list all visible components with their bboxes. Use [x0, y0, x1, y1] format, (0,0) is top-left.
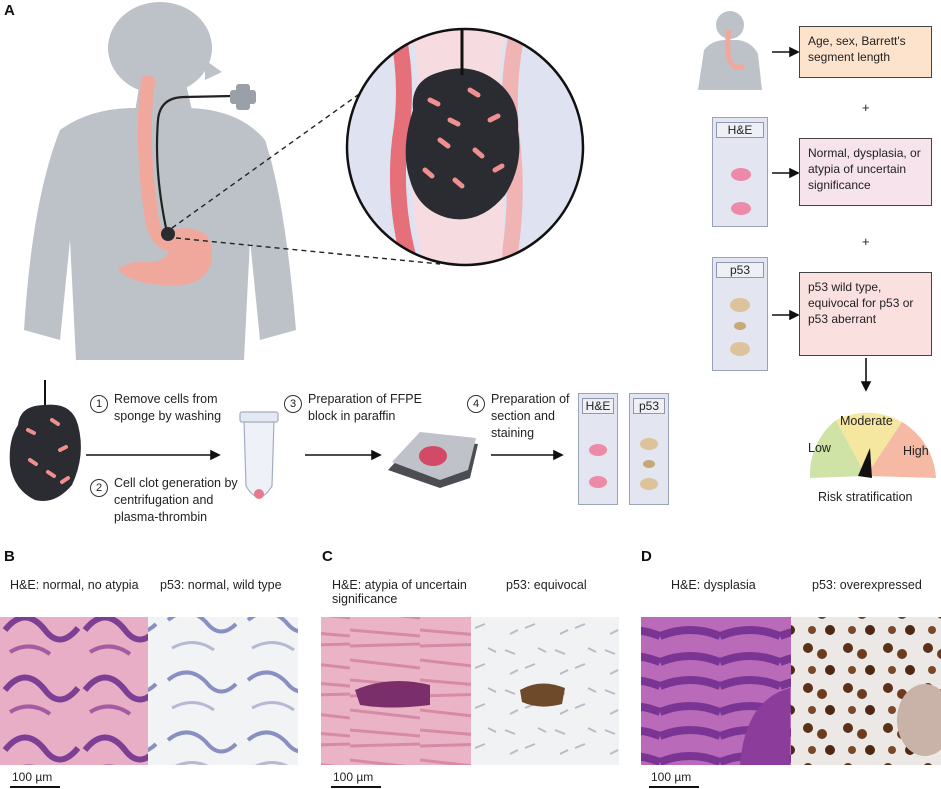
- workflow-p53-slide: p53: [629, 393, 669, 505]
- d-p53-caption: p53: overexpressed: [812, 578, 922, 592]
- d-scale-bar: [649, 786, 699, 788]
- esophagus-stomach: [118, 75, 213, 286]
- p53-tissue-1: [730, 298, 750, 312]
- panel-b-label: B: [4, 548, 15, 565]
- capsule-tab: [230, 84, 256, 110]
- workflow-p53-label: p53: [633, 398, 665, 414]
- panel-a-label: A: [4, 2, 15, 19]
- magnified-view: [345, 27, 585, 267]
- workflow-p53-tissue-2: [643, 460, 655, 468]
- patient-silhouette: [24, 2, 296, 360]
- sponge-icon: [9, 380, 81, 501]
- b-p53-caption: p53: normal, wild type: [160, 578, 282, 592]
- p53-slide-label: p53: [716, 262, 764, 278]
- step-4-text: Preparation of section and staining: [491, 392, 570, 440]
- c-scale-label: 100 µm: [333, 770, 374, 784]
- b-he-caption: H&E: normal, no atypia: [10, 578, 139, 592]
- b-scale-label: 100 µm: [12, 770, 53, 784]
- p53-tissue-2: [734, 322, 746, 330]
- he-slide-label: H&E: [716, 122, 764, 138]
- b-scale-bar: [10, 786, 60, 788]
- he-tissue-1: [731, 168, 751, 181]
- p53-slide: p53: [712, 257, 768, 371]
- input-arrows: [772, 46, 872, 392]
- ffpe-block-icon: [388, 432, 478, 488]
- workflow-he-slide: H&E: [578, 393, 618, 505]
- gauge-caption: Risk stratification: [818, 490, 913, 504]
- step-3-text: Preparation of FFPE block in paraffin: [308, 392, 422, 423]
- he-tissue-2: [731, 202, 751, 215]
- step-2-text: Cell clot generation by centrifugation a…: [114, 476, 238, 524]
- workflow-he-label: H&E: [582, 398, 614, 414]
- gauge-low-label: Low: [808, 441, 831, 455]
- plus-sign-1: +: [862, 100, 870, 115]
- demographics-box: Age, sex, Barrett's segment length: [799, 26, 932, 78]
- workflow-p53-tissue-1: [640, 438, 658, 450]
- step-1-text: Remove cells from sponge by washing: [114, 392, 222, 423]
- workflow-p53-tissue-3: [640, 478, 658, 490]
- he-result-box: Normal, dysplasia, or atypia of uncertai…: [799, 138, 932, 206]
- c-scale-bar: [331, 786, 381, 788]
- step-1-number: 1: [90, 394, 108, 413]
- c-he-caption: H&E: atypia of uncertain significance: [332, 578, 467, 606]
- p53-tissue-3: [730, 342, 750, 356]
- d-he-caption: H&E: dysplasia: [671, 578, 756, 592]
- step-4-number: 4: [467, 394, 485, 413]
- workflow-he-tissue-2: [589, 476, 607, 488]
- panel-d-label: D: [641, 548, 652, 565]
- step-2-number: 2: [90, 478, 108, 497]
- workflow-he-tissue-1: [589, 444, 607, 456]
- risk-gauge: [809, 412, 936, 478]
- panel-c-label: C: [322, 548, 333, 565]
- p53-result-box: p53 wild type, equivocal for p53 or p53 …: [799, 272, 932, 356]
- c-p53-caption: p53: equivocal: [506, 578, 587, 592]
- he-slide: H&E: [712, 117, 768, 227]
- gauge-high-label: High: [903, 444, 929, 458]
- step-3-number: 3: [284, 394, 302, 413]
- gauge-moderate-label: Moderate: [840, 414, 893, 428]
- d-scale-label: 100 µm: [651, 770, 692, 784]
- plus-sign-2: +: [862, 234, 870, 249]
- test-tube-icon: [239, 411, 279, 499]
- workflow-arrows: [86, 449, 564, 461]
